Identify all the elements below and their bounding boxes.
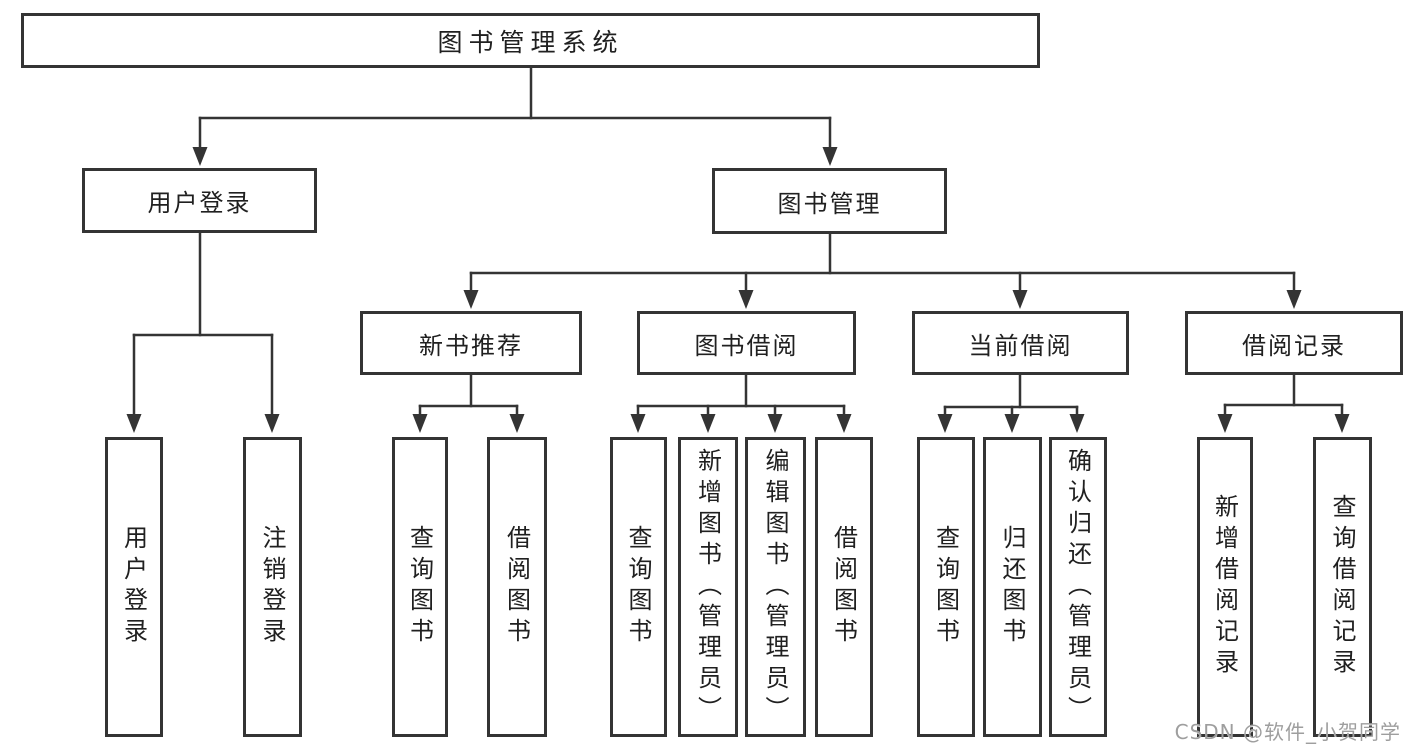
node-current-borrow: 当前借阅 [912, 311, 1129, 375]
watermark: CSDN @软件_小贺同学 [1174, 720, 1401, 744]
leaf-bb-edit-books-admin: 编辑图书（管理员） [745, 437, 806, 737]
leaf-cb-query-books: 查询图书 [917, 437, 975, 737]
node-library-system: 图书管理系统 [21, 13, 1040, 68]
node-book-management: 图书管理 [712, 168, 947, 234]
leaf-bb-add-books-admin: 新增图书（管理员） [678, 437, 738, 737]
leaf-logout: 注销登录 [243, 437, 302, 737]
leaf-br-query-record: 查询借阅记录 [1313, 437, 1372, 737]
leaf-nbr-borrow-books: 借阅图书 [487, 437, 547, 737]
leaf-bb-borrow-books: 借阅图书 [815, 437, 873, 737]
leaf-user-login: 用户登录 [105, 437, 163, 737]
leaf-br-add-record: 新增借阅记录 [1197, 437, 1253, 737]
leaf-cb-return-books: 归还图书 [983, 437, 1042, 737]
node-user-login: 用户登录 [82, 168, 317, 233]
node-borrow-records: 借阅记录 [1185, 311, 1403, 375]
leaf-bb-query-books: 查询图书 [610, 437, 667, 737]
node-new-book-recommend: 新书推荐 [360, 311, 582, 375]
leaf-cb-confirm-return-admin: 确认归还（管理员） [1049, 437, 1107, 737]
node-book-borrow: 图书借阅 [637, 311, 856, 375]
leaf-nbr-query-books: 查询图书 [392, 437, 448, 737]
